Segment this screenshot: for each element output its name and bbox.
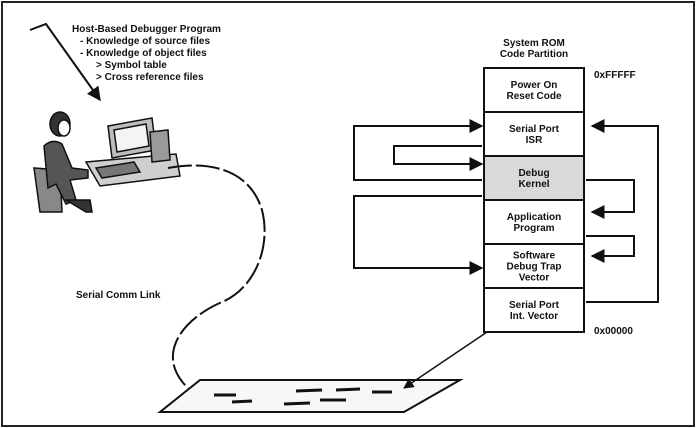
host-note-item-object: - Knowledge of object files <box>80 48 207 59</box>
rom-block-label: Software <box>513 251 556 262</box>
host-note-item-symbol: > Symbol table <box>96 60 167 71</box>
target-board <box>157 379 464 413</box>
arrow-int-vector-to-isr <box>586 119 659 303</box>
rom-partition: System ROM Code Partition 0xFFFFF 0x0000… <box>483 38 636 337</box>
rom-to-board-arrow <box>403 325 497 389</box>
rom-block-label: Debug <box>518 168 549 179</box>
target-board-outline <box>157 379 464 413</box>
rom-title-line2: Code Partition <box>500 49 568 60</box>
rom-address-low: 0x00000 <box>594 326 633 337</box>
rom-address-high: 0xFFFFF <box>594 70 636 81</box>
person-icon <box>43 140 89 205</box>
rom-block-label: Kernel <box>518 179 549 190</box>
arrow-kernel-to-application <box>586 179 635 219</box>
rom-block-box <box>483 155 585 201</box>
host-note-item-source: - Knowledge of source files <box>80 36 210 47</box>
rom-block-box <box>483 199 585 245</box>
host-note: Host-Based Debugger Program - Knowledge … <box>29 22 221 102</box>
rom-block-label: ISR <box>526 135 543 146</box>
arrow-into-trap-vector <box>353 195 484 275</box>
rom-title-line1: System ROM <box>503 38 565 49</box>
rom-block-label: Program <box>513 223 554 234</box>
rom-block-label: Int. Vector <box>510 311 558 322</box>
rom-block-label: Reset Code <box>506 91 561 102</box>
rom-block-label: Power On <box>511 80 558 91</box>
arrow-into-kernel <box>393 145 484 171</box>
rom-block-box <box>483 111 585 157</box>
rom-block-box <box>483 243 585 289</box>
keyboard-icon <box>94 161 142 179</box>
rom-block-label: Application <box>507 212 561 223</box>
arrow-into-isr <box>353 119 484 181</box>
flow-arrows <box>353 119 659 303</box>
serial-link-label: Serial Comm Link <box>76 290 161 301</box>
rom-block-box <box>483 287 585 333</box>
host-note-title: Host-Based Debugger Program <box>72 24 221 35</box>
rom-block-label: Debug Trap <box>506 262 561 273</box>
host-note-item-xref: > Cross reference files <box>96 72 204 83</box>
rom-block-label: Serial Port <box>509 124 560 135</box>
rom-block-label: Serial Port <box>509 300 560 311</box>
computer-tower-icon <box>149 129 171 163</box>
user-workstation-icon <box>33 111 181 213</box>
serial-cable <box>167 164 266 396</box>
host-note-pointer-arrow <box>29 22 101 102</box>
rom-block-label: Vector <box>519 273 550 284</box>
arrow-application-to-trap <box>586 235 635 263</box>
